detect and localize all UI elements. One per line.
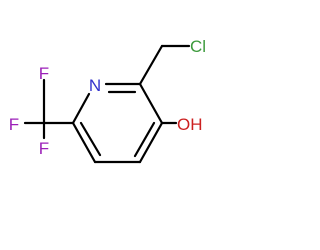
bond-c5-c6 [71, 121, 97, 164]
bond-group [23, 44, 191, 164]
bond-c6-n1 [71, 92, 91, 125]
fluorine-left-atom-label: F [9, 115, 19, 134]
fluorine-bottom-atom-label: F [39, 139, 49, 158]
molecule-diagram: N Cl OH F F F [9, 37, 206, 164]
nitrogen-atom-label: N [89, 76, 101, 95]
bond-c5-c6-inner [79, 121, 102, 157]
chlorine-atom-label: Cl [190, 37, 206, 56]
fluorine-top-atom-label: F [39, 64, 49, 83]
bond-c2-c3 [138, 82, 164, 125]
bond-c2-ch2 [138, 44, 164, 86]
bond-c3-c4-inner [133, 121, 156, 158]
hydroxyl-atom-label: OH [177, 115, 203, 134]
bond-c3-c4 [138, 121, 164, 164]
structure-canvas: N Cl OH F F F [8, 37, 207, 164]
